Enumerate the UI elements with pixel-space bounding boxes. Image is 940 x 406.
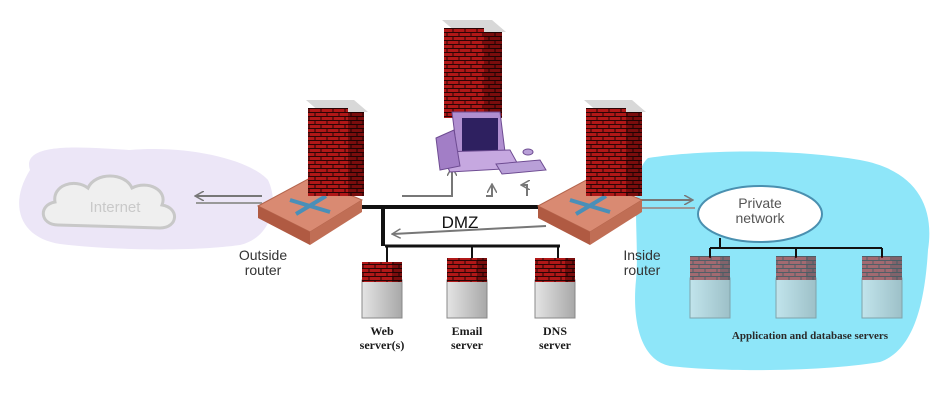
bastion-firewall-icon: [442, 20, 506, 118]
workstation-icon: [435, 111, 547, 175]
dns-server-caption-line2: server: [539, 337, 571, 352]
email-server-caption-line2: server: [451, 337, 483, 352]
web-server-icon: [361, 262, 403, 319]
outside-router-label-line1: Outside: [238, 247, 288, 263]
private-network-label-line1: Private: [738, 195, 782, 211]
web-server-caption: Web server(s): [347, 324, 417, 353]
dmz-label: DMZ: [441, 213, 479, 232]
app-server-1-icon: [689, 256, 731, 319]
dns-server-caption-line1: DNS: [542, 324, 567, 338]
dns-server-icon: [534, 258, 576, 319]
private-network-ellipse-icon: [697, 185, 823, 243]
web-server-caption-line2: server(s): [359, 337, 405, 352]
email-server-caption: Email server: [432, 324, 502, 353]
email-server-caption-line1: Email: [451, 324, 483, 338]
inside-router-label-line2: router: [623, 262, 661, 279]
inside-router-label-line1: Inside: [623, 247, 661, 263]
private-network-label-line2: network: [735, 210, 785, 227]
web-server-caption-line1: Web: [370, 324, 394, 338]
private-network-label: Private network: [715, 195, 805, 227]
app-server-3-icon: [861, 256, 903, 319]
internet-cloud-icon: [41, 174, 176, 230]
outside-router-label-line2: router: [244, 262, 282, 279]
outside-router-label: Outside router: [228, 247, 298, 279]
dns-server-caption: DNS server: [520, 324, 590, 353]
inside-router-label: Inside router: [612, 247, 672, 279]
arrows: [196, 168, 692, 234]
email-server-icon: [446, 258, 488, 319]
internet-label: Internet: [89, 199, 141, 216]
app-server-2-icon: [775, 256, 817, 319]
outside-firewall-icon: [306, 100, 368, 196]
pipe-lines: [196, 202, 695, 209]
app-db-servers-caption: Application and database servers: [731, 330, 889, 342]
inside-firewall-icon: [584, 100, 646, 196]
